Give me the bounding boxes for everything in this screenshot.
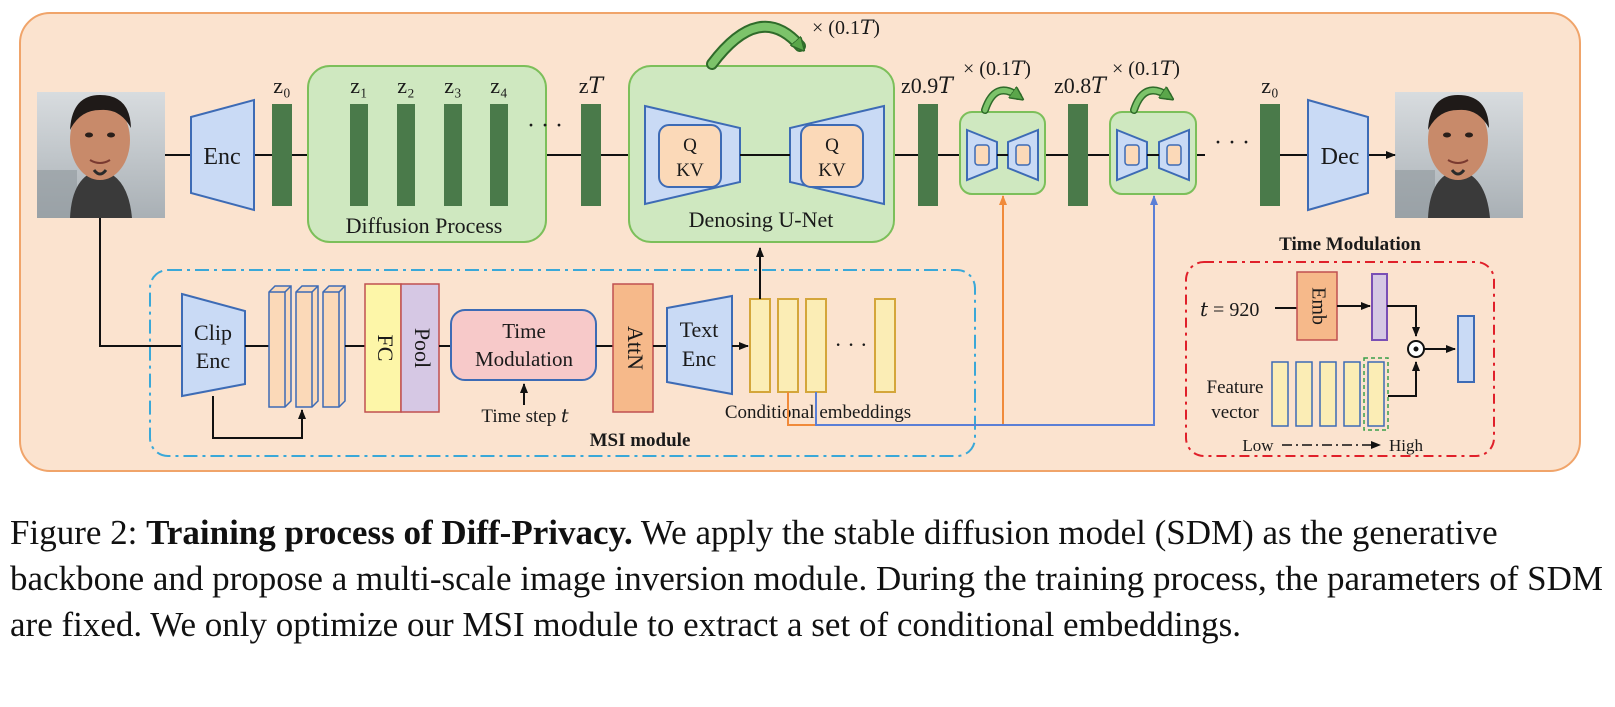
svg-text:Modulation: Modulation xyxy=(475,347,573,371)
output-face-photo xyxy=(1395,92,1523,218)
svg-text:Clip: Clip xyxy=(194,320,232,345)
latent-zT xyxy=(581,104,601,206)
attn-kv-left: KV xyxy=(676,160,704,181)
svg-text:Enc: Enc xyxy=(196,348,230,373)
repeat-label-top: × (0.1𝑇) xyxy=(812,17,880,39)
small-unet-1 xyxy=(959,111,1046,195)
latent-z0-out xyxy=(1260,104,1280,206)
latent-z0-in xyxy=(272,104,292,206)
image-decoder: Dec xyxy=(1307,98,1369,212)
embeddings-ellipsis: · · · xyxy=(835,332,868,357)
caption-title: Training process of Diff-Privacy. xyxy=(146,513,633,552)
svg-text:Time: Time xyxy=(502,319,546,343)
msi-module-label: MSI module xyxy=(590,430,691,451)
latent-label-z08T: z0.8𝑇 xyxy=(1054,73,1108,98)
attn-q-right: Q xyxy=(825,135,839,156)
text-encoder: Text Enc xyxy=(666,294,733,396)
input-face-photo xyxy=(37,92,165,218)
diffusion-process-box: Diffusion Process xyxy=(307,65,547,243)
input-to-clip-line xyxy=(99,218,182,347)
denoise-ellipsis: · · · xyxy=(1214,130,1250,156)
odot-icon xyxy=(1407,340,1425,358)
time-modulation-box: Time Modulation xyxy=(450,309,597,381)
denoising-unet-box: Q KV Q KV Denosing U-Net xyxy=(628,65,895,243)
caption-body: We apply the stable diffusion model (SDM… xyxy=(10,513,1604,644)
svg-text:Enc: Enc xyxy=(203,144,240,170)
svg-text:Text: Text xyxy=(680,317,719,342)
time-modulation-detail-title: Time Modulation xyxy=(1279,234,1421,255)
time-embedding-vector xyxy=(1371,273,1388,341)
attn-q-left: Q xyxy=(683,135,697,156)
latent-label-z0-out: z₀ xyxy=(1261,73,1278,98)
attn-label: AttN xyxy=(623,326,648,370)
feature-vector-bars xyxy=(1271,357,1389,431)
msi-module-box xyxy=(149,269,976,457)
latent-z4 xyxy=(490,104,508,206)
time-modulation-detail-box xyxy=(1185,261,1495,457)
svg-text:Emb: Emb xyxy=(1307,287,1329,325)
diffusion-process-label: Diffusion Process xyxy=(346,213,503,238)
diffusion-ellipsis: · · · xyxy=(527,113,563,139)
diagram-canvas: Enc z₀ Diffusion Process z₁ z₂ z₃ z₄ · ·… xyxy=(19,12,1581,472)
small-unet-2 xyxy=(1109,111,1197,195)
conditional-embeddings: · · · Conditional embeddings xyxy=(725,298,911,423)
repeat-label-2: × (0.1𝑇) xyxy=(1112,58,1180,80)
latent-label-z1: z₁ xyxy=(350,73,367,98)
denoising-unet-label: Denosing U-Net xyxy=(689,207,834,232)
attn-kv-right: KV xyxy=(818,160,846,181)
figure-caption: Figure 2: Training process of Diff-Priva… xyxy=(10,510,1610,648)
latent-label-z09T: z0.9𝑇 xyxy=(901,73,955,98)
feature-label-2: vector xyxy=(1211,402,1259,423)
image-encoder: Enc xyxy=(190,98,255,212)
high-label: High xyxy=(1389,436,1424,455)
pool-label: Pool xyxy=(410,328,435,368)
latent-z09T xyxy=(918,104,938,206)
svg-text:Dec: Dec xyxy=(1321,144,1360,170)
modulated-output-vector xyxy=(1457,315,1475,383)
t-value-label: 𝑡 = 920 xyxy=(1200,299,1259,321)
time-step-label: Time step 𝑡 xyxy=(481,406,569,427)
clip-encoder: Clip Enc xyxy=(181,292,246,398)
emb-block: Emb xyxy=(1296,271,1338,341)
latent-label-z4: z₄ xyxy=(490,73,507,98)
latent-label-zT: z𝑇 xyxy=(579,73,606,98)
latent-label-z2: z₂ xyxy=(397,73,414,98)
repeat-label-1: × (0.1𝑇) xyxy=(963,58,1031,80)
fc-pool-block: FC Pool xyxy=(364,283,440,413)
latent-z1 xyxy=(350,104,368,206)
blue-condition-line xyxy=(815,195,1158,426)
conditional-embeddings-label: Conditional embeddings xyxy=(725,402,911,423)
feature-label-1: Feature xyxy=(1207,377,1264,398)
latent-label-z3: z₃ xyxy=(444,73,461,98)
latent-z08T xyxy=(1068,104,1088,206)
low-label: Low xyxy=(1242,436,1274,455)
clip-feature-maps xyxy=(268,285,346,408)
latent-z2 xyxy=(397,104,415,206)
fc-label: FC xyxy=(373,335,398,362)
latent-label-z0-in: z₀ xyxy=(273,73,290,98)
caption-prefix: Figure 2: xyxy=(10,513,147,552)
attention-block: AttN xyxy=(612,283,654,413)
svg-text:Enc: Enc xyxy=(682,346,716,371)
latent-z3 xyxy=(444,104,462,206)
